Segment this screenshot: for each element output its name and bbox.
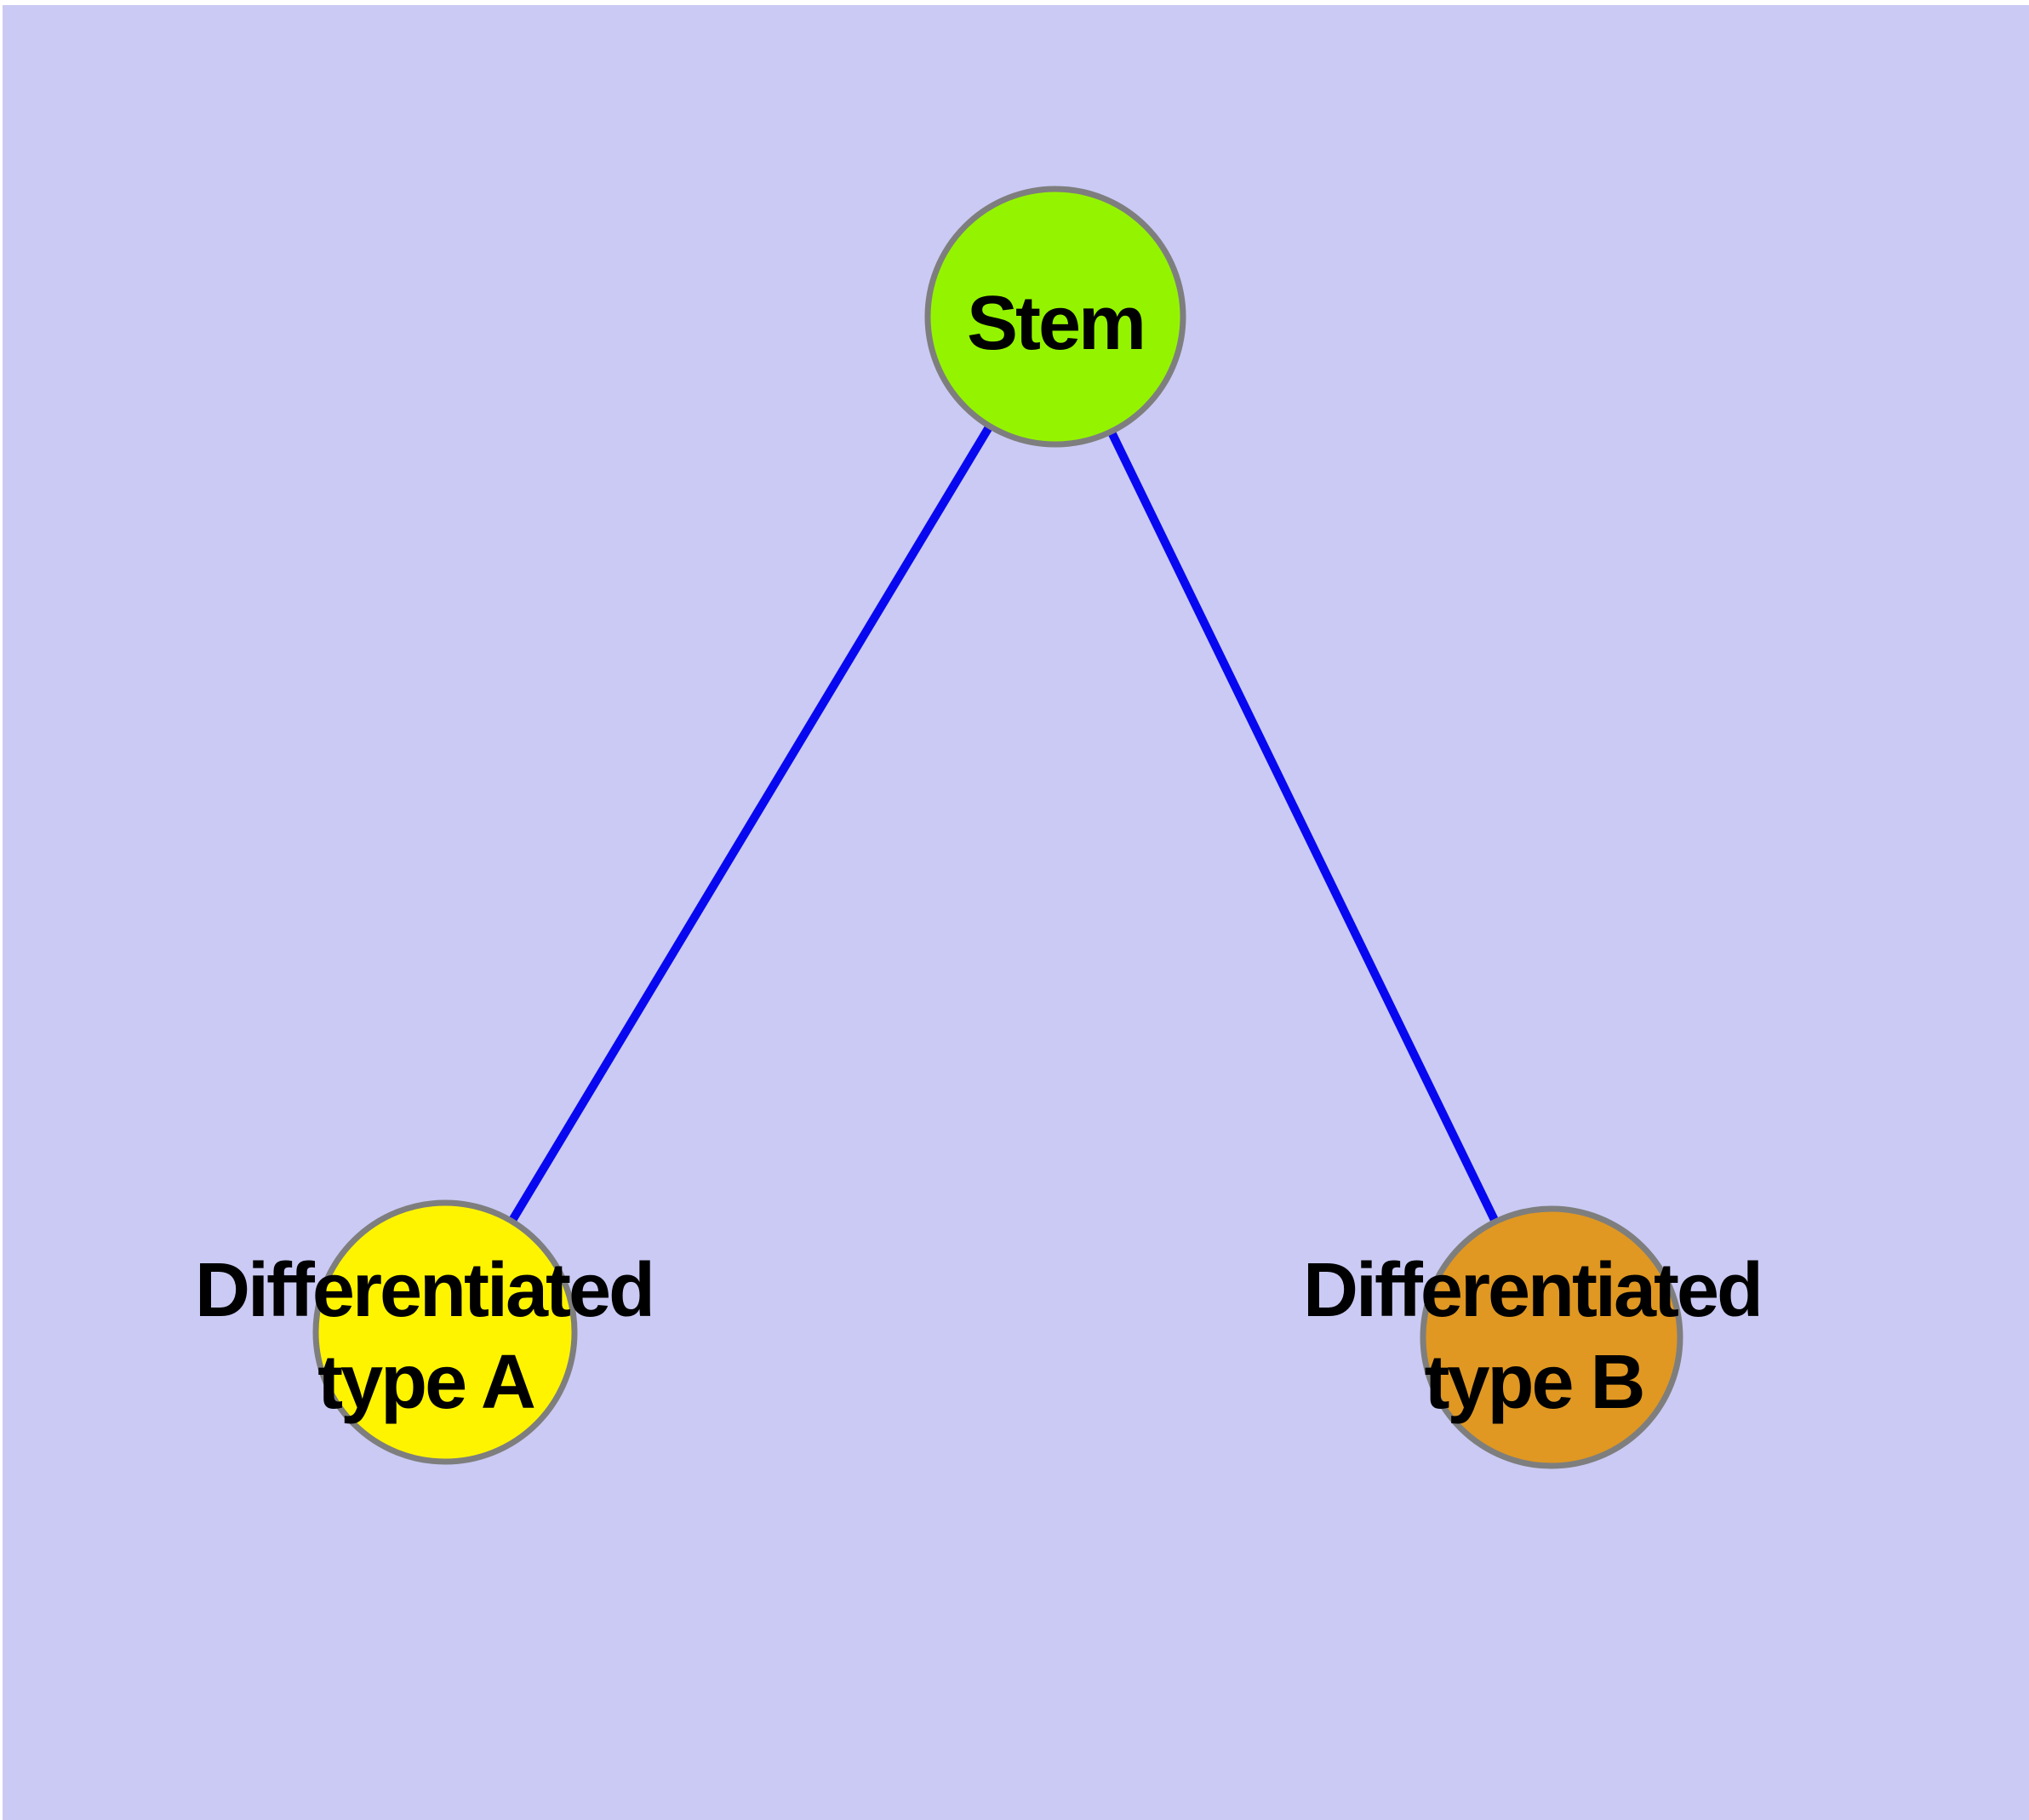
node-type-a-label-line1: Differentiated xyxy=(195,1248,653,1333)
node-type-b-label-line2: type B xyxy=(1424,1340,1643,1425)
node-differentiated-type-b xyxy=(1420,1205,1683,1469)
node-type-b-label-line1: Differentiated xyxy=(1303,1248,1761,1333)
node-type-a-label-line2: type A xyxy=(317,1340,534,1425)
edge-stem-to-type-a xyxy=(441,314,1060,1335)
node-differentiated-type-a xyxy=(312,1199,578,1465)
edge-stem-to-type-b xyxy=(1051,314,1556,1340)
node-stem-label: Stem xyxy=(967,281,1144,366)
node-stem xyxy=(924,186,1186,448)
